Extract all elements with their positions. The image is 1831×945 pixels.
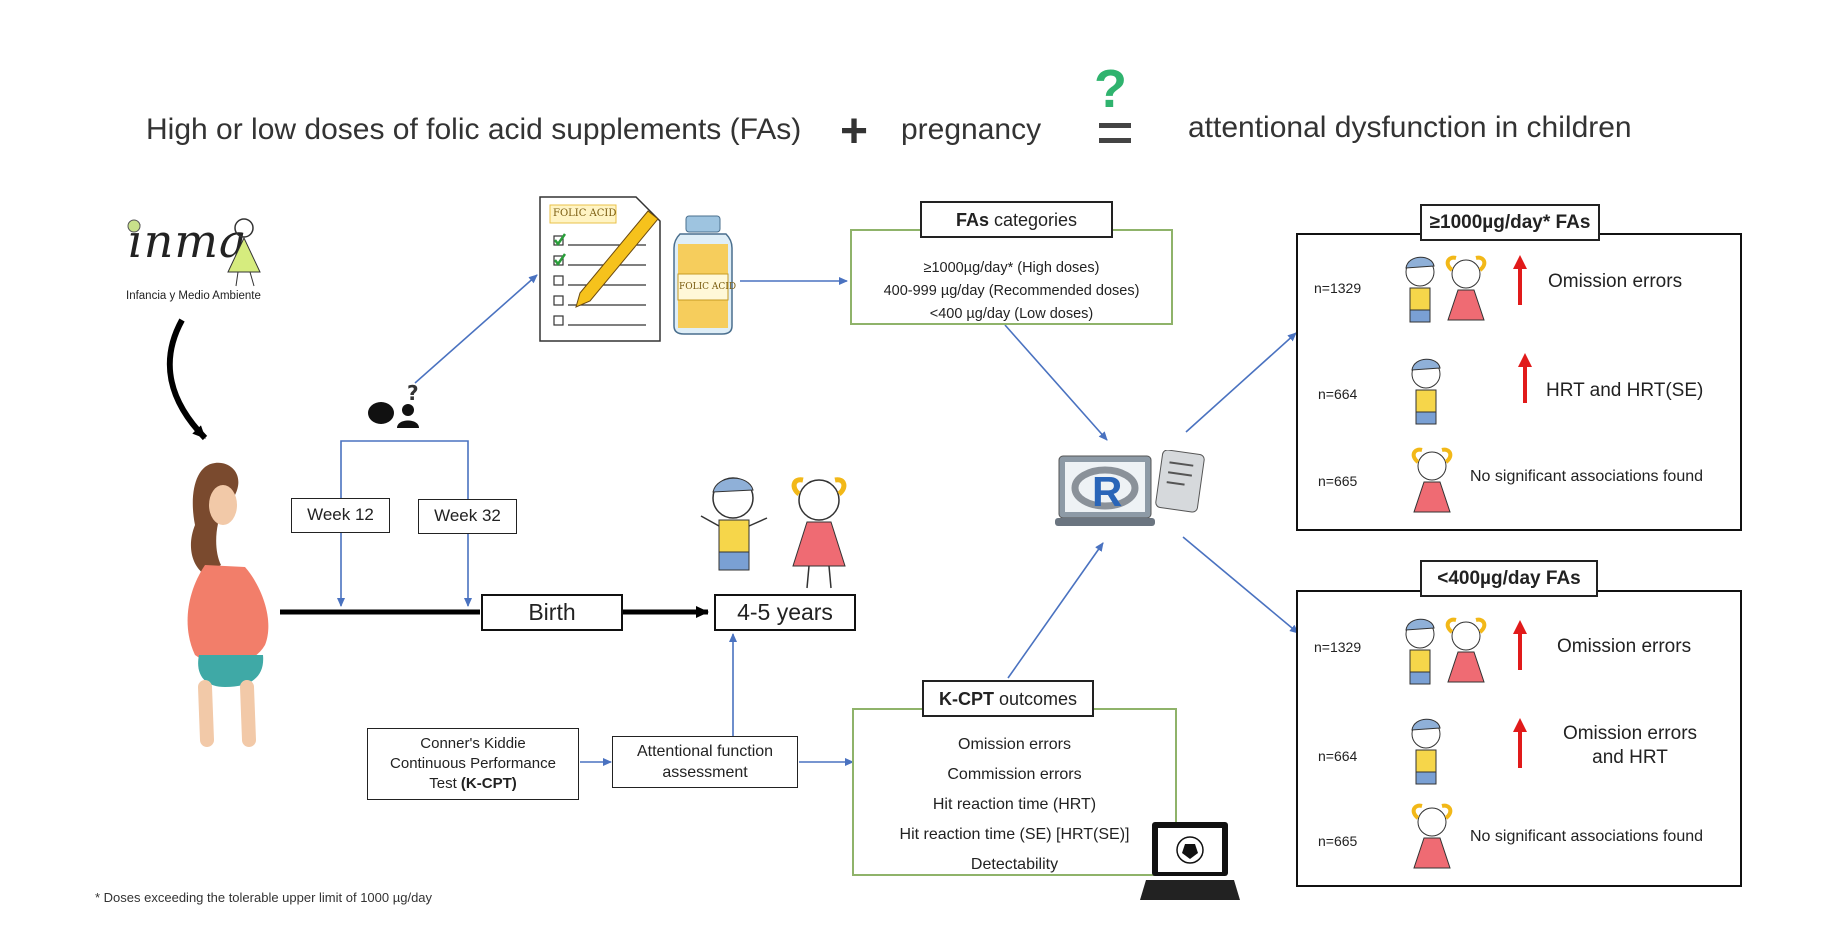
kcpt-source-line2: Continuous Performance (390, 755, 556, 772)
fas-categories-box: ≥1000µg/day* (High doses) 400-999 µg/day… (850, 229, 1173, 325)
equals-icon (1099, 123, 1131, 143)
outcome-item-1: Omission errors (958, 736, 1071, 753)
kcpt-source-box: Conner's Kiddie Continuous Performance T… (367, 728, 579, 800)
high-row3-n: n=665 (1318, 473, 1358, 489)
week32-box: Week 32 (418, 499, 517, 534)
low-row2-n: n=664 (1318, 748, 1358, 764)
outcome-item-5: Detectability (970, 856, 1059, 873)
kcpt-source-line3: Test (K-CPT) (429, 775, 517, 792)
age-box: 4-5 years (714, 594, 856, 631)
inma-caption: Infancia y Medio Ambiente (126, 290, 261, 302)
low-row1-up-arrow-icon (1513, 620, 1527, 670)
inma-logo-text: inma (128, 214, 248, 268)
low-row2-result-line2: and HRT (1592, 747, 1668, 768)
svg-text:?: ? (407, 384, 419, 405)
bottle-label: FOLIC ACID (679, 282, 737, 292)
r-analysis-icon (1055, 450, 1205, 526)
folic-acid-bottle-icon (673, 215, 733, 335)
kcpt-outcomes-title: K-CPT outcomes (922, 680, 1094, 717)
questionnaire-person-icon: ? (368, 384, 419, 428)
high-row3-girl-icon (1411, 447, 1453, 513)
questionnaire-bracket (340, 440, 469, 516)
r-to-low-arrow (1182, 536, 1299, 634)
assessment-line2: assessment (662, 764, 748, 781)
header-title-part3: attentional dysfunction in children (1188, 111, 1632, 144)
high-row2-up-arrow-icon (1518, 353, 1532, 403)
fas-category-item-1: ≥1000µg/day* (High doses) (923, 260, 1100, 276)
boy-figure (700, 477, 768, 571)
low-row2-up-arrow-icon (1513, 718, 1527, 768)
low-row3-n: n=665 (1318, 833, 1358, 849)
low-row2-result: Omission errors and HRT (1540, 722, 1720, 770)
question-mark: ? (1094, 59, 1127, 119)
header-title-part1: High or low doses of folic acid suppleme… (146, 113, 802, 146)
low-dose-title: <400µg/day FAs (1420, 560, 1598, 597)
low-row2-boy-icon (1411, 718, 1441, 785)
outcome-item-3: Hit reaction time (HRT) (932, 796, 1097, 813)
kcpt-abbrev: (K-CPT) (460, 775, 517, 792)
categories-to-r-arrow (1004, 324, 1108, 441)
plus-sign: + (840, 105, 869, 158)
logo-to-woman-arrow (166, 318, 208, 441)
low-row1-result: Omission errors (1557, 636, 1692, 657)
assessment-line1: Attentional function (636, 743, 774, 760)
outcomes-to-r-arrow (1007, 542, 1104, 679)
week12-box: Week 12 (291, 498, 390, 533)
high-row3-result: No significant associations found (1470, 468, 1704, 485)
fas-categories-title: FAs categories (920, 201, 1113, 238)
kcpt-source-line1: Conner's Kiddie (420, 735, 526, 752)
pregnant-woman-illustration (187, 462, 269, 747)
header-title-part2: pregnancy (901, 113, 1042, 146)
inma-logo: inma Infancia y Medio Ambiente (120, 210, 280, 310)
high-row1-result: Omission errors (1548, 271, 1683, 292)
high-dose-title: ≥1000µg/day* FAs (1420, 204, 1600, 241)
assessment-box: Attentional function assessment (612, 736, 798, 788)
girl-figure (791, 477, 847, 589)
fas-category-item-3: <400 µg/day (Low doses) (929, 306, 1094, 322)
question-to-doc-arrow (414, 274, 538, 384)
high-row2-result: HRT and HRT(SE) (1546, 380, 1704, 401)
low-row3-girl-icon (1411, 803, 1453, 869)
birth-box: Birth (481, 594, 623, 631)
kcpt-outcomes-box: Omission errors Commission errors Hit re… (852, 708, 1177, 876)
r-logo-text: R (1092, 468, 1123, 515)
checklist-label: FOLIC ACID (553, 208, 617, 219)
fas-category-item-2: 400-999 µg/day (Recommended doses) (883, 283, 1140, 299)
high-row1-up-arrow-icon (1513, 255, 1527, 305)
laptop-soccer-icon (1140, 822, 1240, 900)
low-row1-children-icon (1405, 617, 1487, 685)
high-row1-n: n=1329 (1314, 280, 1362, 296)
inma-figure-icon (127, 218, 261, 287)
children-illustration (700, 477, 847, 589)
footnote: * Doses exceeding the tolerable upper li… (95, 890, 433, 905)
low-row3-result: No significant associations found (1470, 828, 1704, 845)
high-row2-n: n=664 (1318, 386, 1358, 402)
outcome-item-2: Commission errors (947, 766, 1082, 783)
high-row2-boy-icon (1411, 358, 1441, 425)
r-to-high-arrow (1185, 332, 1297, 433)
outcome-item-4: Hit reaction time (SE) [HRT(SE)] (899, 826, 1130, 843)
high-row1-children-icon (1405, 255, 1487, 323)
low-row1-n: n=1329 (1314, 639, 1362, 655)
low-row2-result-line1: Omission errors (1562, 723, 1698, 744)
folic-acid-checklist-icon (539, 196, 661, 342)
